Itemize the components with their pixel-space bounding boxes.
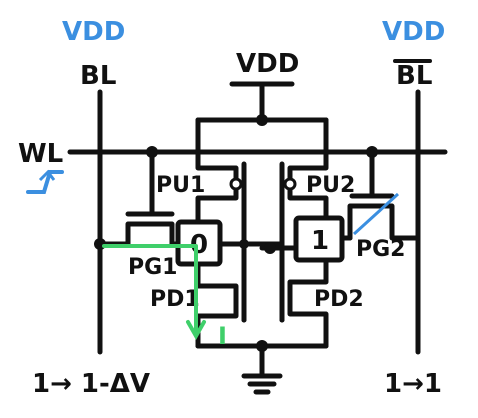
- wordline-pulse-icon: [26, 170, 64, 194]
- current-arrow-icon: [186, 320, 206, 341]
- pg1-channel: [125, 221, 181, 247]
- pd2-channel: [287, 257, 329, 349]
- bitline-label: BL: [80, 61, 116, 91]
- rising-arrow-icon: [38, 169, 56, 182]
- bitline-transition: 1→ 1-ΔV: [32, 369, 150, 399]
- pd1-channel: [195, 261, 239, 349]
- pd1-label: PD1: [150, 287, 200, 312]
- pu1-bubble: [229, 177, 243, 191]
- pd2-label: PD2: [314, 287, 364, 312]
- current-label: I: [218, 322, 227, 350]
- read-current-path: [102, 244, 198, 336]
- pg1-label: PG1: [128, 255, 178, 280]
- ground-icon: [241, 373, 283, 395]
- pg2-label: PG2: [356, 237, 406, 262]
- right-storage-value: 1: [311, 226, 329, 256]
- cross-node-right: [264, 242, 276, 254]
- vdd-left-label: VDD: [62, 17, 125, 47]
- wordline-label: WL: [18, 139, 63, 169]
- cross-node-left: [239, 239, 249, 249]
- pu2-bubble: [283, 177, 297, 191]
- pg2-channel: [347, 203, 421, 241]
- pu2-label: PU2: [306, 173, 355, 198]
- bitline-bar-label: BL: [396, 61, 432, 91]
- vdd-right-label: VDD: [382, 17, 445, 47]
- bitline-bar-transition: 1→1: [384, 369, 442, 399]
- pu1-label: PU1: [156, 173, 205, 198]
- pg2-off-marker: [352, 192, 400, 236]
- vdd-top-label: VDD: [236, 49, 299, 79]
